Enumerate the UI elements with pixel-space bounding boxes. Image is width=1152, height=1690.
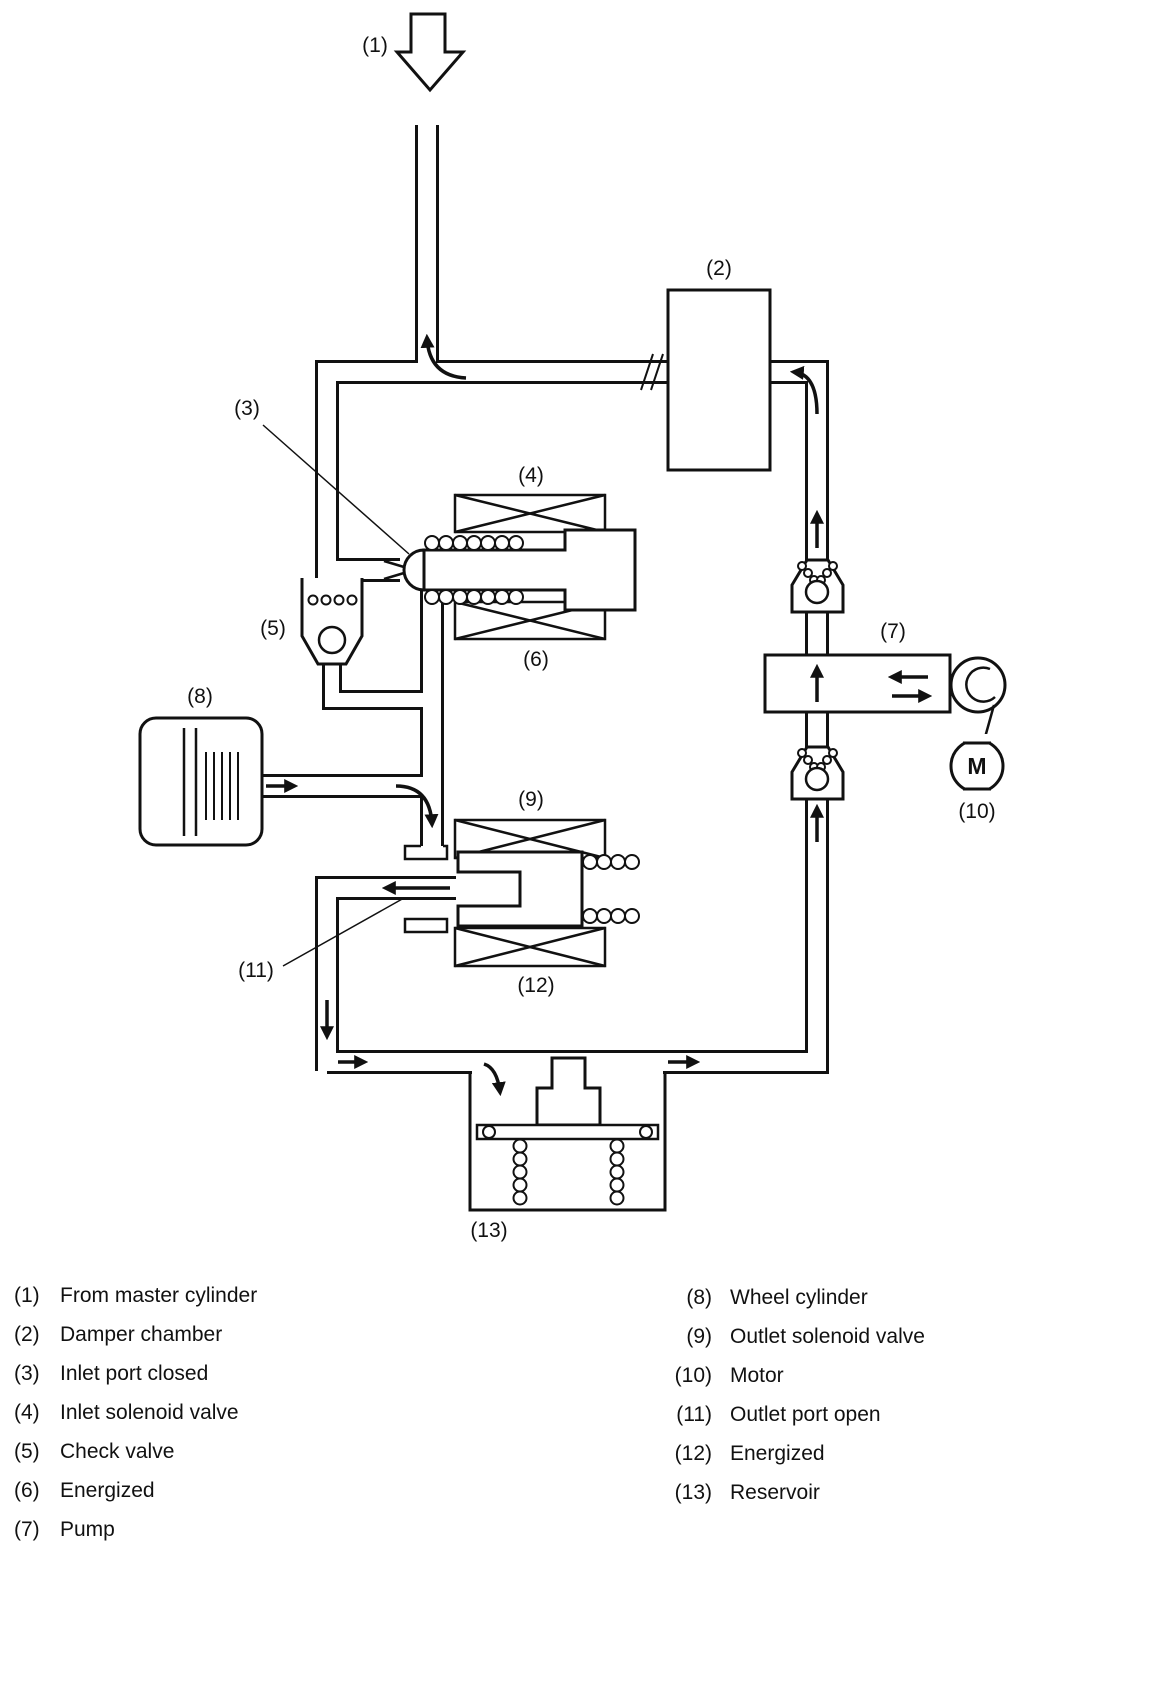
callout-3: (3): [234, 397, 260, 420]
reservoir-springs: [512, 1138, 625, 1206]
legend-number: (3): [14, 1362, 40, 1385]
legend-text: Pump: [60, 1518, 115, 1541]
legend-text: Energized: [60, 1479, 155, 1502]
callout-11: (11): [238, 959, 274, 982]
legend-number: (5): [14, 1440, 40, 1463]
callout-4: (4): [518, 464, 544, 487]
motor-icon: M: [949, 734, 1005, 798]
outlet-valve-seat-top: [403, 844, 449, 861]
legend-number: (10): [674, 1364, 712, 1387]
inlet-solenoid-valve: [383, 493, 637, 641]
callout-10: (10): [958, 800, 995, 823]
legend-text: Energized: [730, 1442, 825, 1465]
legend-number: (12): [674, 1442, 712, 1465]
inlet-valve-dome: [402, 548, 426, 592]
outlet-valve-spring: [582, 854, 640, 924]
legend-text: Reservoir: [730, 1481, 820, 1504]
pump-coupling-icon: [949, 656, 1007, 742]
callout-12: (12): [517, 974, 554, 997]
legend-text: Outlet port open: [730, 1403, 881, 1426]
damper-chamber: [666, 288, 772, 472]
outlet-plunger: [456, 850, 584, 928]
legend-item: (8) Wheel cylinder: [668, 1286, 925, 1310]
hydraulic-circuit-diagram: M: [138, 12, 1007, 1242]
legend-text: Motor: [730, 1364, 784, 1387]
pump: [763, 653, 952, 714]
legend-item: (2) Damper chamber: [14, 1323, 257, 1347]
legend-item: (5) Check valve: [14, 1440, 257, 1464]
legend-item: (3) Inlet port closed: [14, 1362, 257, 1386]
legend-item: (1) From master cylinder: [14, 1284, 257, 1308]
legend-text: Inlet port closed: [60, 1362, 209, 1385]
legend-number: (6): [14, 1479, 40, 1502]
inlet-valve-spring: [424, 535, 524, 605]
pump-check-valve-upper: [790, 558, 845, 614]
legend-text: Inlet solenoid valve: [60, 1401, 239, 1424]
legend-number: (11): [676, 1403, 712, 1426]
legend-number: (2): [14, 1323, 40, 1346]
legend-text: From master cylinder: [60, 1284, 258, 1307]
wheel-cylinder: [138, 716, 264, 847]
callout-9: (9): [518, 788, 544, 811]
legend-text: Outlet solenoid valve: [730, 1325, 925, 1348]
legend-number: (8): [686, 1286, 712, 1309]
callout-2: (2): [706, 257, 732, 280]
pipe-break-marks: [640, 353, 664, 391]
leader-line-11: [282, 897, 405, 967]
legend-text: Check valve: [60, 1440, 175, 1463]
check-valve: [300, 578, 364, 666]
legend-column-left: (1) From master cylinder (2) Damper cham…: [14, 1284, 257, 1557]
legend-text: Damper chamber: [60, 1323, 223, 1346]
master-cylinder-arrow: [393, 12, 467, 93]
callout-7: (7): [880, 620, 906, 643]
legend-number: (1): [14, 1284, 40, 1307]
legend-item: (13) Reservoir: [668, 1481, 925, 1505]
callout-1: (1): [362, 34, 388, 57]
diagram-canvas: M: [138, 12, 1007, 1242]
legend-item: (11) Outlet port open: [668, 1403, 925, 1427]
legend-item: (12) Energized: [668, 1442, 925, 1466]
legend-number: (7): [14, 1518, 40, 1541]
inlet-coil-upper: [453, 493, 607, 534]
inlet-port-nozzle: [383, 559, 405, 581]
pump-check-valve-lower: [790, 745, 845, 801]
reservoir: [468, 1056, 667, 1212]
callout-13: (13): [470, 1219, 507, 1242]
legend-number: (4): [14, 1401, 40, 1424]
legend-number: (13): [674, 1481, 712, 1504]
legend-number: (9): [686, 1325, 712, 1348]
callout-5: (5): [260, 617, 286, 640]
legend-item: (6) Energized: [14, 1479, 257, 1503]
callout-6: (6): [523, 648, 549, 671]
flow-arrows: [266, 333, 933, 1097]
legend-item: (10) Motor: [668, 1364, 925, 1388]
reservoir-piston-plate: [475, 1123, 660, 1141]
leader-lines: [262, 424, 410, 967]
outlet-solenoid-valve: [403, 818, 640, 968]
legend-item: (4) Inlet solenoid valve: [14, 1401, 257, 1425]
outlet-valve-seat-bottom: [403, 917, 449, 934]
callout-8: (8): [187, 685, 213, 708]
outlet-coil-lower: [453, 926, 607, 968]
legend-item: (7) Pump: [14, 1518, 257, 1542]
legend-text: Wheel cylinder: [730, 1286, 868, 1309]
legend-column-right: (8) Wheel cylinder (9) Outlet solenoid v…: [668, 1286, 925, 1520]
legend-item: (9) Outlet solenoid valve: [668, 1325, 925, 1349]
leader-line-3: [262, 424, 410, 555]
motor-label: M: [967, 753, 986, 779]
